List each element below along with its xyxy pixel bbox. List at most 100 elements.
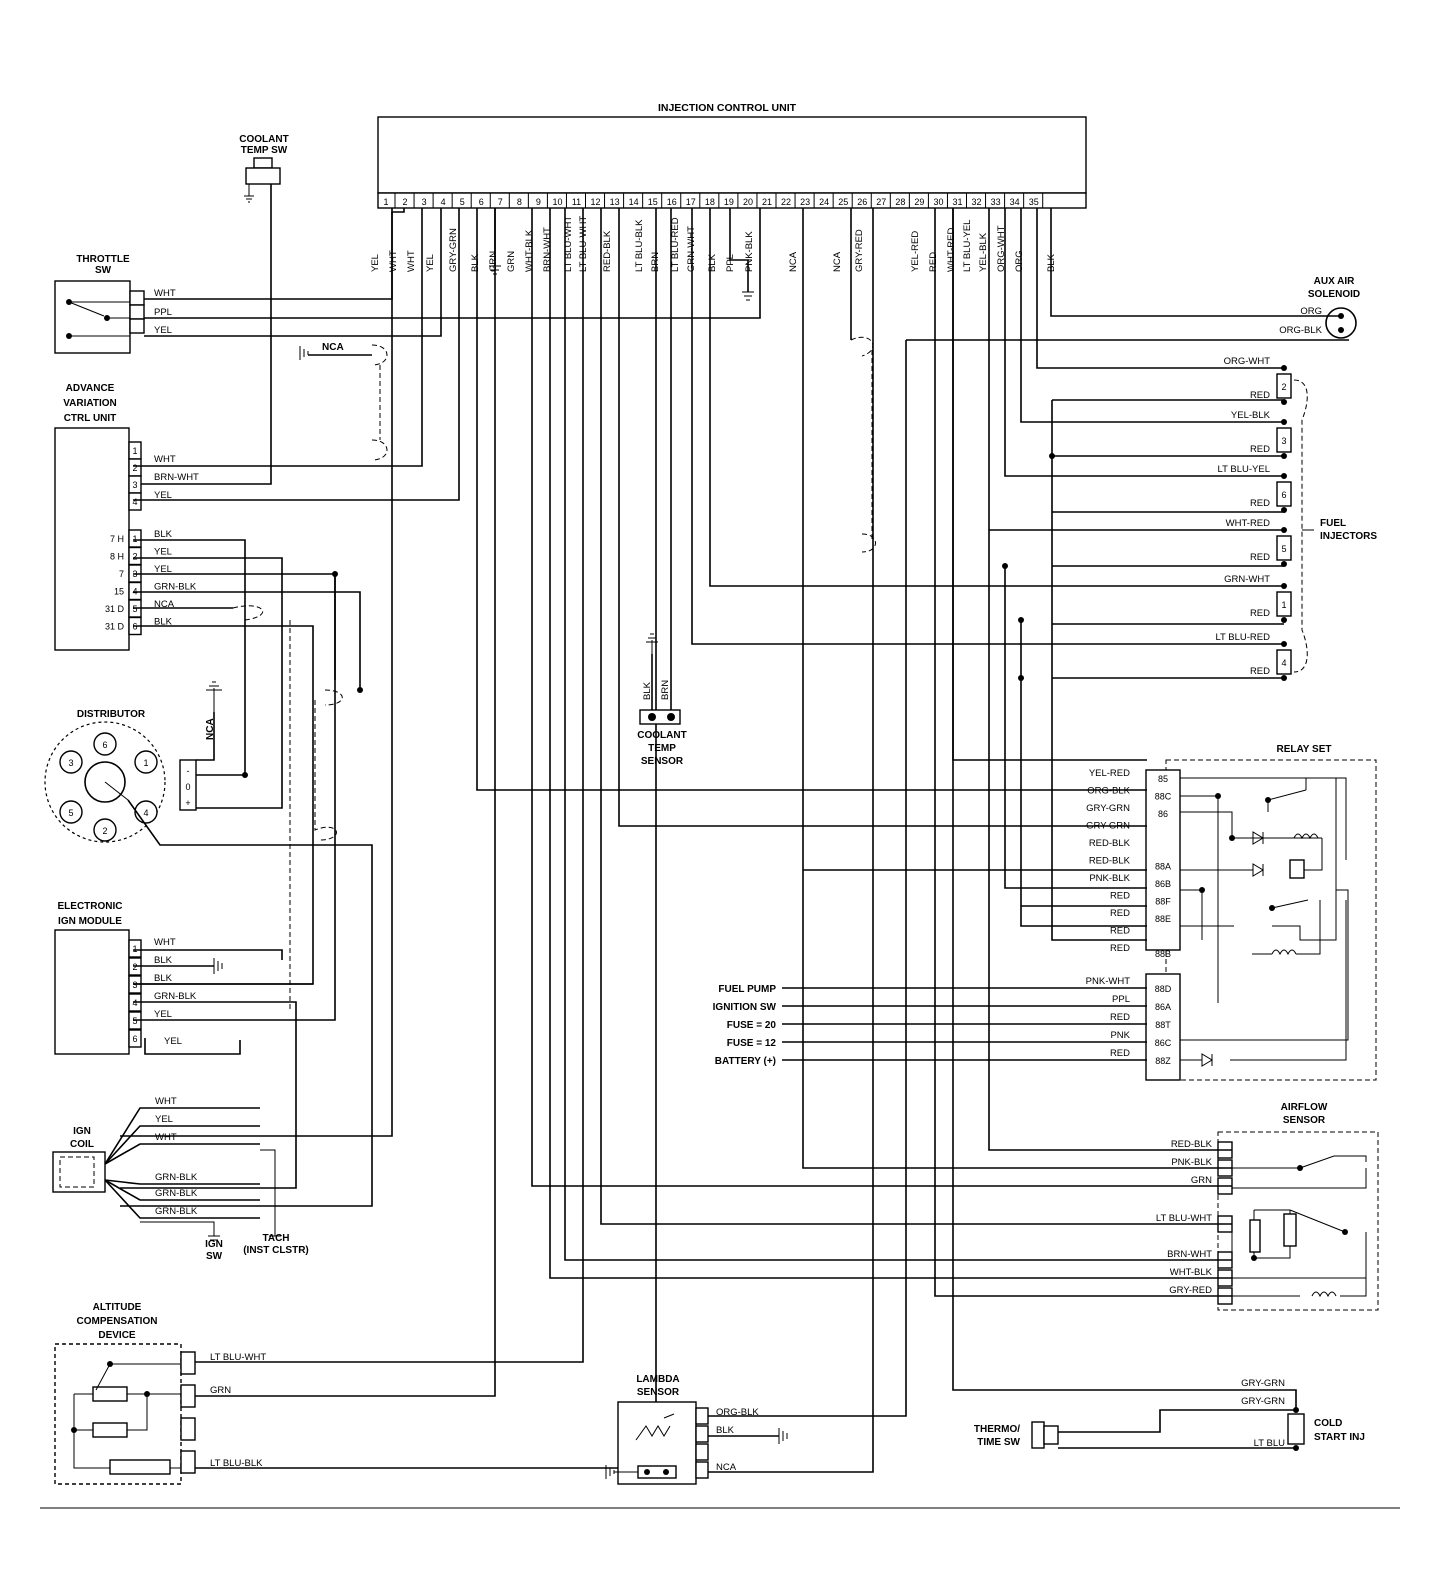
relay-wire: RED-BLK <box>1089 838 1131 849</box>
thermo-sw-title-2: TIME SW <box>977 1437 1020 1448</box>
altitude-wire-1: LT BLU-WHT <box>210 1352 266 1363</box>
relay-coil-icon <box>1271 949 1297 956</box>
thermo-time-sw <box>1031 1421 1045 1449</box>
relay-wire: PNK-BLK <box>1089 873 1130 884</box>
fuel-injectors-title-1: FUEL <box>1320 518 1346 529</box>
cold-start-injector: GRY-GRN GRY-GRN LT BLU COLD START INJ TH… <box>952 208 1365 1451</box>
distributor-cylinder-5: 5 <box>68 808 73 818</box>
fuel-injector-wire: WHT-RED <box>1226 518 1270 529</box>
relay-source-label: FUEL PUMP <box>718 984 776 995</box>
altitude-wire-3: LT BLU-BLK <box>210 1458 263 1469</box>
ecu-wire-label: YEL <box>425 254 436 272</box>
cold-start-wire-3: LT BLU <box>1254 1438 1285 1449</box>
relay-terminal-88E: 88E <box>1155 914 1171 924</box>
ecu-pin-6: 6 <box>479 197 484 207</box>
relay-wire: PNK-WHT <box>1086 976 1131 987</box>
ecu-pin-8: 8 <box>517 197 522 207</box>
ecu-pin-22: 22 <box>781 197 791 207</box>
altitude-resistor-2 <box>92 1422 128 1438</box>
ecu-wire-label: YEL <box>370 254 381 272</box>
ecu-wire-label: LT BLU-WHT <box>563 216 574 272</box>
relay-terminal-88Z: 88Z <box>1155 1056 1171 1066</box>
ecu-pin-19: 19 <box>724 197 734 207</box>
fuel-injector-wire: RED <box>1250 666 1270 677</box>
fuel-injector-wire: RED <box>1250 444 1270 455</box>
ecu-wire-label: YEL-RED <box>910 231 921 272</box>
relay-terminal-88T: 88T <box>1155 1020 1171 1030</box>
relay-wire: RED-BLK <box>1089 856 1131 867</box>
advance-variation-ctrl-unit: ADVANCE VARIATION CTRL UNIT 1234WHTBRN-W… <box>54 383 199 651</box>
ign-module-wire: YEL <box>154 1009 172 1020</box>
fuel-injector-1: 1 <box>1281 600 1286 610</box>
aux-air-wire-1: ORG <box>1300 306 1322 317</box>
advance-lower-terminal: 7 <box>119 569 124 579</box>
ign-module-title-2: IGN MODULE <box>58 916 122 927</box>
ground-icon <box>646 633 658 654</box>
distributor-cylinder-2: 2 <box>102 826 107 836</box>
coolant-sensor-wire-1: BLK <box>642 681 653 700</box>
relay-wire: RED <box>1110 908 1130 919</box>
aux-air-title-2: SOLENOID <box>1308 289 1360 300</box>
coolant-sensor-wire-2: BRN <box>660 680 671 700</box>
advance-lower-wire: YEL <box>154 564 172 575</box>
ecu-wire-label: PNK-BLK <box>744 231 755 272</box>
altitude-title-1: ALTITUDE <box>93 1302 142 1313</box>
fuel-injector-wire: GRN-WHT <box>1224 574 1270 585</box>
ecu-pin-4: 4 <box>441 197 446 207</box>
ign-module-pin: 5 <box>132 1016 137 1026</box>
relay-terminal-88A: 88A <box>1155 862 1171 872</box>
relay-wire: RED <box>1110 926 1130 937</box>
relay-wire: RED <box>1110 1012 1130 1023</box>
coolant-temp-sw-title-1: COOLANT <box>239 134 288 145</box>
relay-wire: PNK <box>1110 1030 1130 1041</box>
ign-module-pin: 1 <box>132 944 137 954</box>
aux-air-title-1: AUX AIR <box>1314 276 1356 287</box>
fuel-injector-3: 3 <box>1281 436 1286 446</box>
advance-upper-pin: 2 <box>132 463 137 473</box>
heater-coil-icon <box>1311 1291 1337 1298</box>
electronic-ign-module: ELECTRONIC IGN MODULE 1WHT2BLK3BLK4GRN-B… <box>54 901 197 1055</box>
coolant-temp-sw-title-2: TEMP SW <box>241 145 288 156</box>
relay-terminal-86A: 86A <box>1155 1002 1171 1012</box>
relay-wire: ORG-BLK <box>1087 786 1130 797</box>
relay-terminal-86B: 86B <box>1155 879 1171 889</box>
ecu-pin-16: 16 <box>667 197 677 207</box>
ecu-pin-17: 17 <box>686 197 696 207</box>
fuel-injector-wire: RED <box>1250 498 1270 509</box>
ecu-wire-label: ORG-WHT <box>996 225 1007 272</box>
advance-lower-terminal: 8 H <box>110 552 124 562</box>
distributor-cylinder-1: 1 <box>143 758 148 768</box>
fuel-injector-4: 4 <box>1281 658 1286 668</box>
distributor-terminal: - <box>187 766 190 776</box>
ecu-wire-label: RED <box>928 252 939 272</box>
advance-upper-pin: 1 <box>132 446 137 456</box>
diode-icon <box>1201 1053 1213 1067</box>
distributor-title: DISTRIBUTOR <box>77 709 146 720</box>
airflow-wire: GRY-RED <box>1169 1285 1212 1296</box>
advance-lower-terminal: 31 D <box>105 622 125 632</box>
cold-start-body <box>1287 1413 1305 1445</box>
relay-terminal-88C: 88C <box>1155 792 1172 802</box>
lambda-wire-3: NCA <box>716 1462 737 1473</box>
throttle-switch: THROTTLE SW WHT PPL YEL <box>54 208 761 354</box>
advance-upper-pin: 4 <box>132 497 137 507</box>
altitude-resistor-1 <box>92 1386 128 1402</box>
throttle-sw-title-2: SW <box>95 265 112 276</box>
fuel-injector-6: 6 <box>1281 490 1286 500</box>
ign-coil-body <box>52 1151 106 1193</box>
ign-module-wire: BLK <box>154 955 173 966</box>
ign-sw-label-1: IGN <box>205 1239 223 1250</box>
relay-source-label: FUSE = 12 <box>727 1038 777 1049</box>
advance-lower-terminal: 15 <box>114 587 124 597</box>
relay-source-label: IGNITION SW <box>713 1002 777 1013</box>
lambda-wire-1: ORG-BLK <box>716 1407 759 1418</box>
aux-air-solenoid: AUX AIR SOLENOID ORG ORG-BLK <box>1050 208 1360 339</box>
altitude-title-2: COMPENSATION <box>77 1316 158 1327</box>
ecu-pin-33: 33 <box>991 197 1001 207</box>
relay-wire: RED <box>1110 943 1130 954</box>
ecu-pin-13: 13 <box>610 197 620 207</box>
ecu-pin-11: 11 <box>572 197 581 207</box>
ecu-wire-label: WHT <box>406 250 417 272</box>
